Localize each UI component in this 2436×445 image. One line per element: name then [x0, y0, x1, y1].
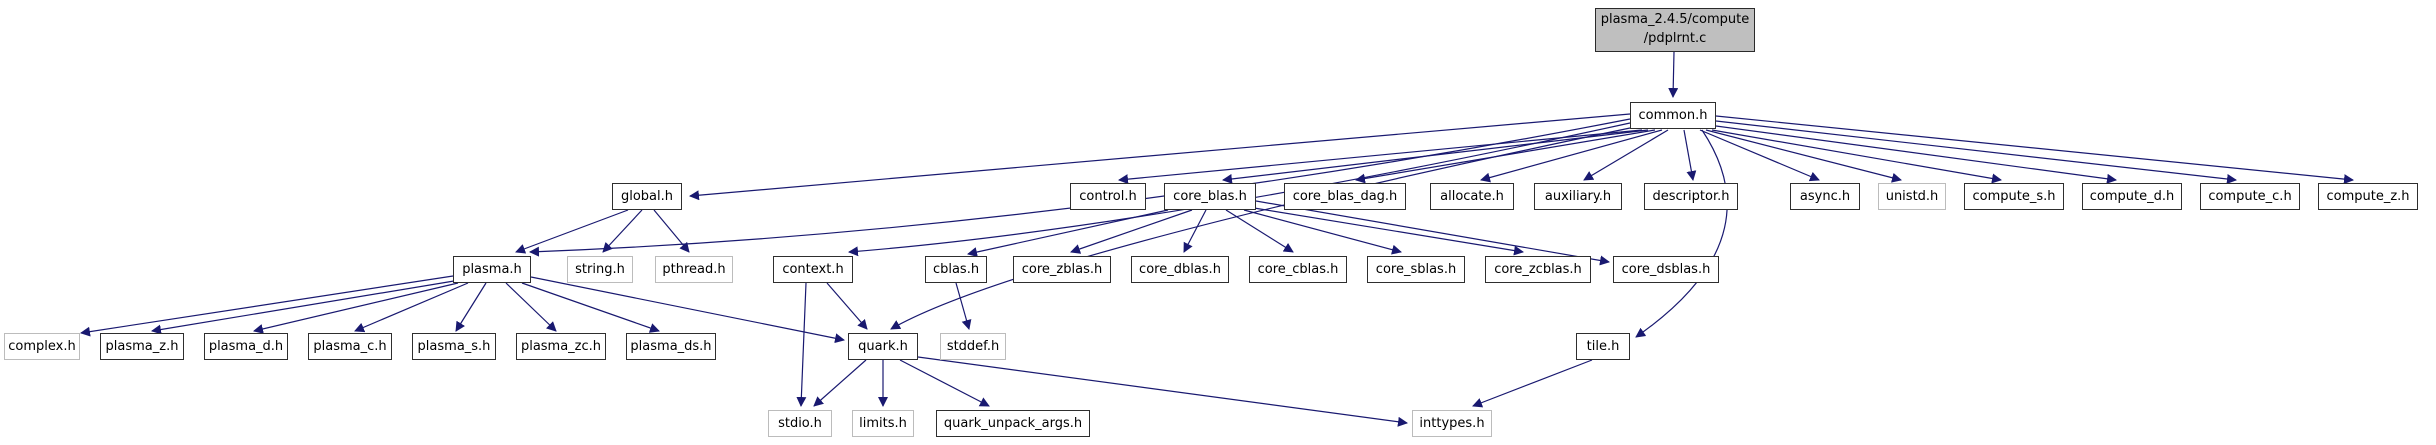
- node-quark-h[interactable]: quark.h: [848, 333, 918, 360]
- node-label: core_cblas.h: [1257, 262, 1339, 277]
- node-label: string.h: [575, 262, 625, 277]
- node-label: common.h: [1638, 108, 1708, 123]
- node-tile-h[interactable]: tile.h: [1576, 333, 1630, 360]
- node-label: plasma_c.h: [313, 339, 387, 354]
- node-inttypes-h[interactable]: inttypes.h: [1412, 410, 1492, 437]
- node-label: quark.h: [858, 339, 908, 354]
- node-label: descriptor.h: [1652, 189, 1730, 204]
- node-async-h[interactable]: async.h: [1790, 183, 1860, 210]
- node-label: inttypes.h: [1419, 416, 1485, 431]
- node-core-blas-h[interactable]: core_blas.h: [1164, 183, 1256, 210]
- node-pthread-h[interactable]: pthread.h: [655, 256, 733, 283]
- node-label: complex.h: [8, 339, 76, 354]
- node-descriptor-h[interactable]: descriptor.h: [1644, 183, 1738, 210]
- node-allocate-h[interactable]: allocate.h: [1430, 183, 1514, 210]
- node-pdplrnt-c: plasma_2.4.5/compute /pdplrnt.c: [1595, 8, 1755, 52]
- node-control-h[interactable]: control.h: [1070, 183, 1146, 210]
- node-label: plasma_s.h: [417, 339, 491, 354]
- node-compute-c-h[interactable]: compute_c.h: [2200, 183, 2300, 210]
- node-core-dsblas-h[interactable]: core_dsblas.h: [1613, 256, 1719, 283]
- node-auxiliary-h[interactable]: auxiliary.h: [1534, 183, 1622, 210]
- node-plasma-c-h[interactable]: plasma_c.h: [308, 333, 392, 360]
- node-string-h[interactable]: string.h: [567, 256, 633, 283]
- node-label: global.h: [620, 189, 674, 204]
- node-label: allocate.h: [1440, 189, 1504, 204]
- node-label: context.h: [782, 262, 844, 277]
- node-label: core_blas_dag.h: [1292, 189, 1398, 204]
- node-label: async.h: [1799, 189, 1851, 204]
- node-label: quark_unpack_args.h: [943, 416, 1083, 431]
- node-label: unistd.h: [1885, 189, 1939, 204]
- node-global-h[interactable]: global.h: [612, 183, 682, 210]
- node-label: core_sblas.h: [1375, 262, 1457, 277]
- node-limits-h[interactable]: limits.h: [852, 410, 914, 437]
- node-stddef-h[interactable]: stddef.h: [940, 333, 1006, 360]
- node-label: compute_c.h: [2208, 189, 2292, 204]
- node-label: tile.h: [1586, 339, 1620, 354]
- node-context-h[interactable]: context.h: [773, 256, 853, 283]
- node-label: core_zblas.h: [1021, 262, 1103, 277]
- node-unistd-h[interactable]: unistd.h: [1878, 183, 1946, 210]
- node-compute-d-h[interactable]: compute_d.h: [2082, 183, 2182, 210]
- title-line-1: plasma_2.4.5/compute: [1600, 12, 1750, 28]
- node-core-dblas-h[interactable]: core_dblas.h: [1131, 256, 1229, 283]
- node-plasma-ds-h[interactable]: plasma_ds.h: [626, 333, 716, 360]
- node-label: core_dblas.h: [1139, 262, 1221, 277]
- node-core-blas-dag-h[interactable]: core_blas_dag.h: [1284, 183, 1406, 210]
- node-plasma-z-h[interactable]: plasma_z.h: [100, 333, 184, 360]
- node-label: plasma.h: [462, 262, 522, 277]
- node-label: plasma_ds.h: [630, 339, 712, 354]
- node-compute-s-h[interactable]: compute_s.h: [1964, 183, 2064, 210]
- title-line-2: /pdplrnt.c: [1643, 31, 1707, 46]
- node-label: compute_d.h: [2089, 189, 2175, 204]
- node-plasma-h[interactable]: plasma.h: [453, 256, 531, 283]
- node-label: plasma_z.h: [105, 339, 179, 354]
- node-label: core_zcblas.h: [1494, 262, 1582, 277]
- node-core-zblas-h[interactable]: core_zblas.h: [1013, 256, 1111, 283]
- node-plasma-zc-h[interactable]: plasma_zc.h: [516, 333, 606, 360]
- node-label: compute_z.h: [2326, 189, 2410, 204]
- node-label: cblas.h: [932, 262, 980, 277]
- node-cblas-h[interactable]: cblas.h: [925, 256, 987, 283]
- node-quark-unpack-args-h[interactable]: quark_unpack_args.h: [936, 410, 1090, 437]
- node-compute-z-h[interactable]: compute_z.h: [2318, 183, 2418, 210]
- node-label: plasma_d.h: [208, 339, 284, 354]
- node-label: stdio.h: [778, 416, 822, 431]
- node-core-sblas-h[interactable]: core_sblas.h: [1367, 256, 1465, 283]
- node-label: pthread.h: [662, 262, 726, 277]
- node-label: core_dsblas.h: [1621, 262, 1711, 277]
- node-stdio-h[interactable]: stdio.h: [768, 410, 832, 437]
- node-label: control.h: [1079, 189, 1137, 204]
- node-label: compute_s.h: [1972, 189, 2056, 204]
- node-label: limits.h: [859, 416, 907, 431]
- node-core-zcblas-h[interactable]: core_zcblas.h: [1485, 256, 1591, 283]
- node-plasma-d-h[interactable]: plasma_d.h: [204, 333, 288, 360]
- node-label: stddef.h: [946, 339, 1000, 354]
- node-plasma-s-h[interactable]: plasma_s.h: [412, 333, 496, 360]
- node-label: plasma_zc.h: [520, 339, 602, 354]
- node-common-h[interactable]: common.h: [1630, 102, 1716, 129]
- node-core-cblas-h[interactable]: core_cblas.h: [1249, 256, 1347, 283]
- node-label: core_blas.h: [1173, 189, 1247, 204]
- node-complex-h[interactable]: complex.h: [4, 333, 80, 360]
- node-label: auxiliary.h: [1544, 189, 1612, 204]
